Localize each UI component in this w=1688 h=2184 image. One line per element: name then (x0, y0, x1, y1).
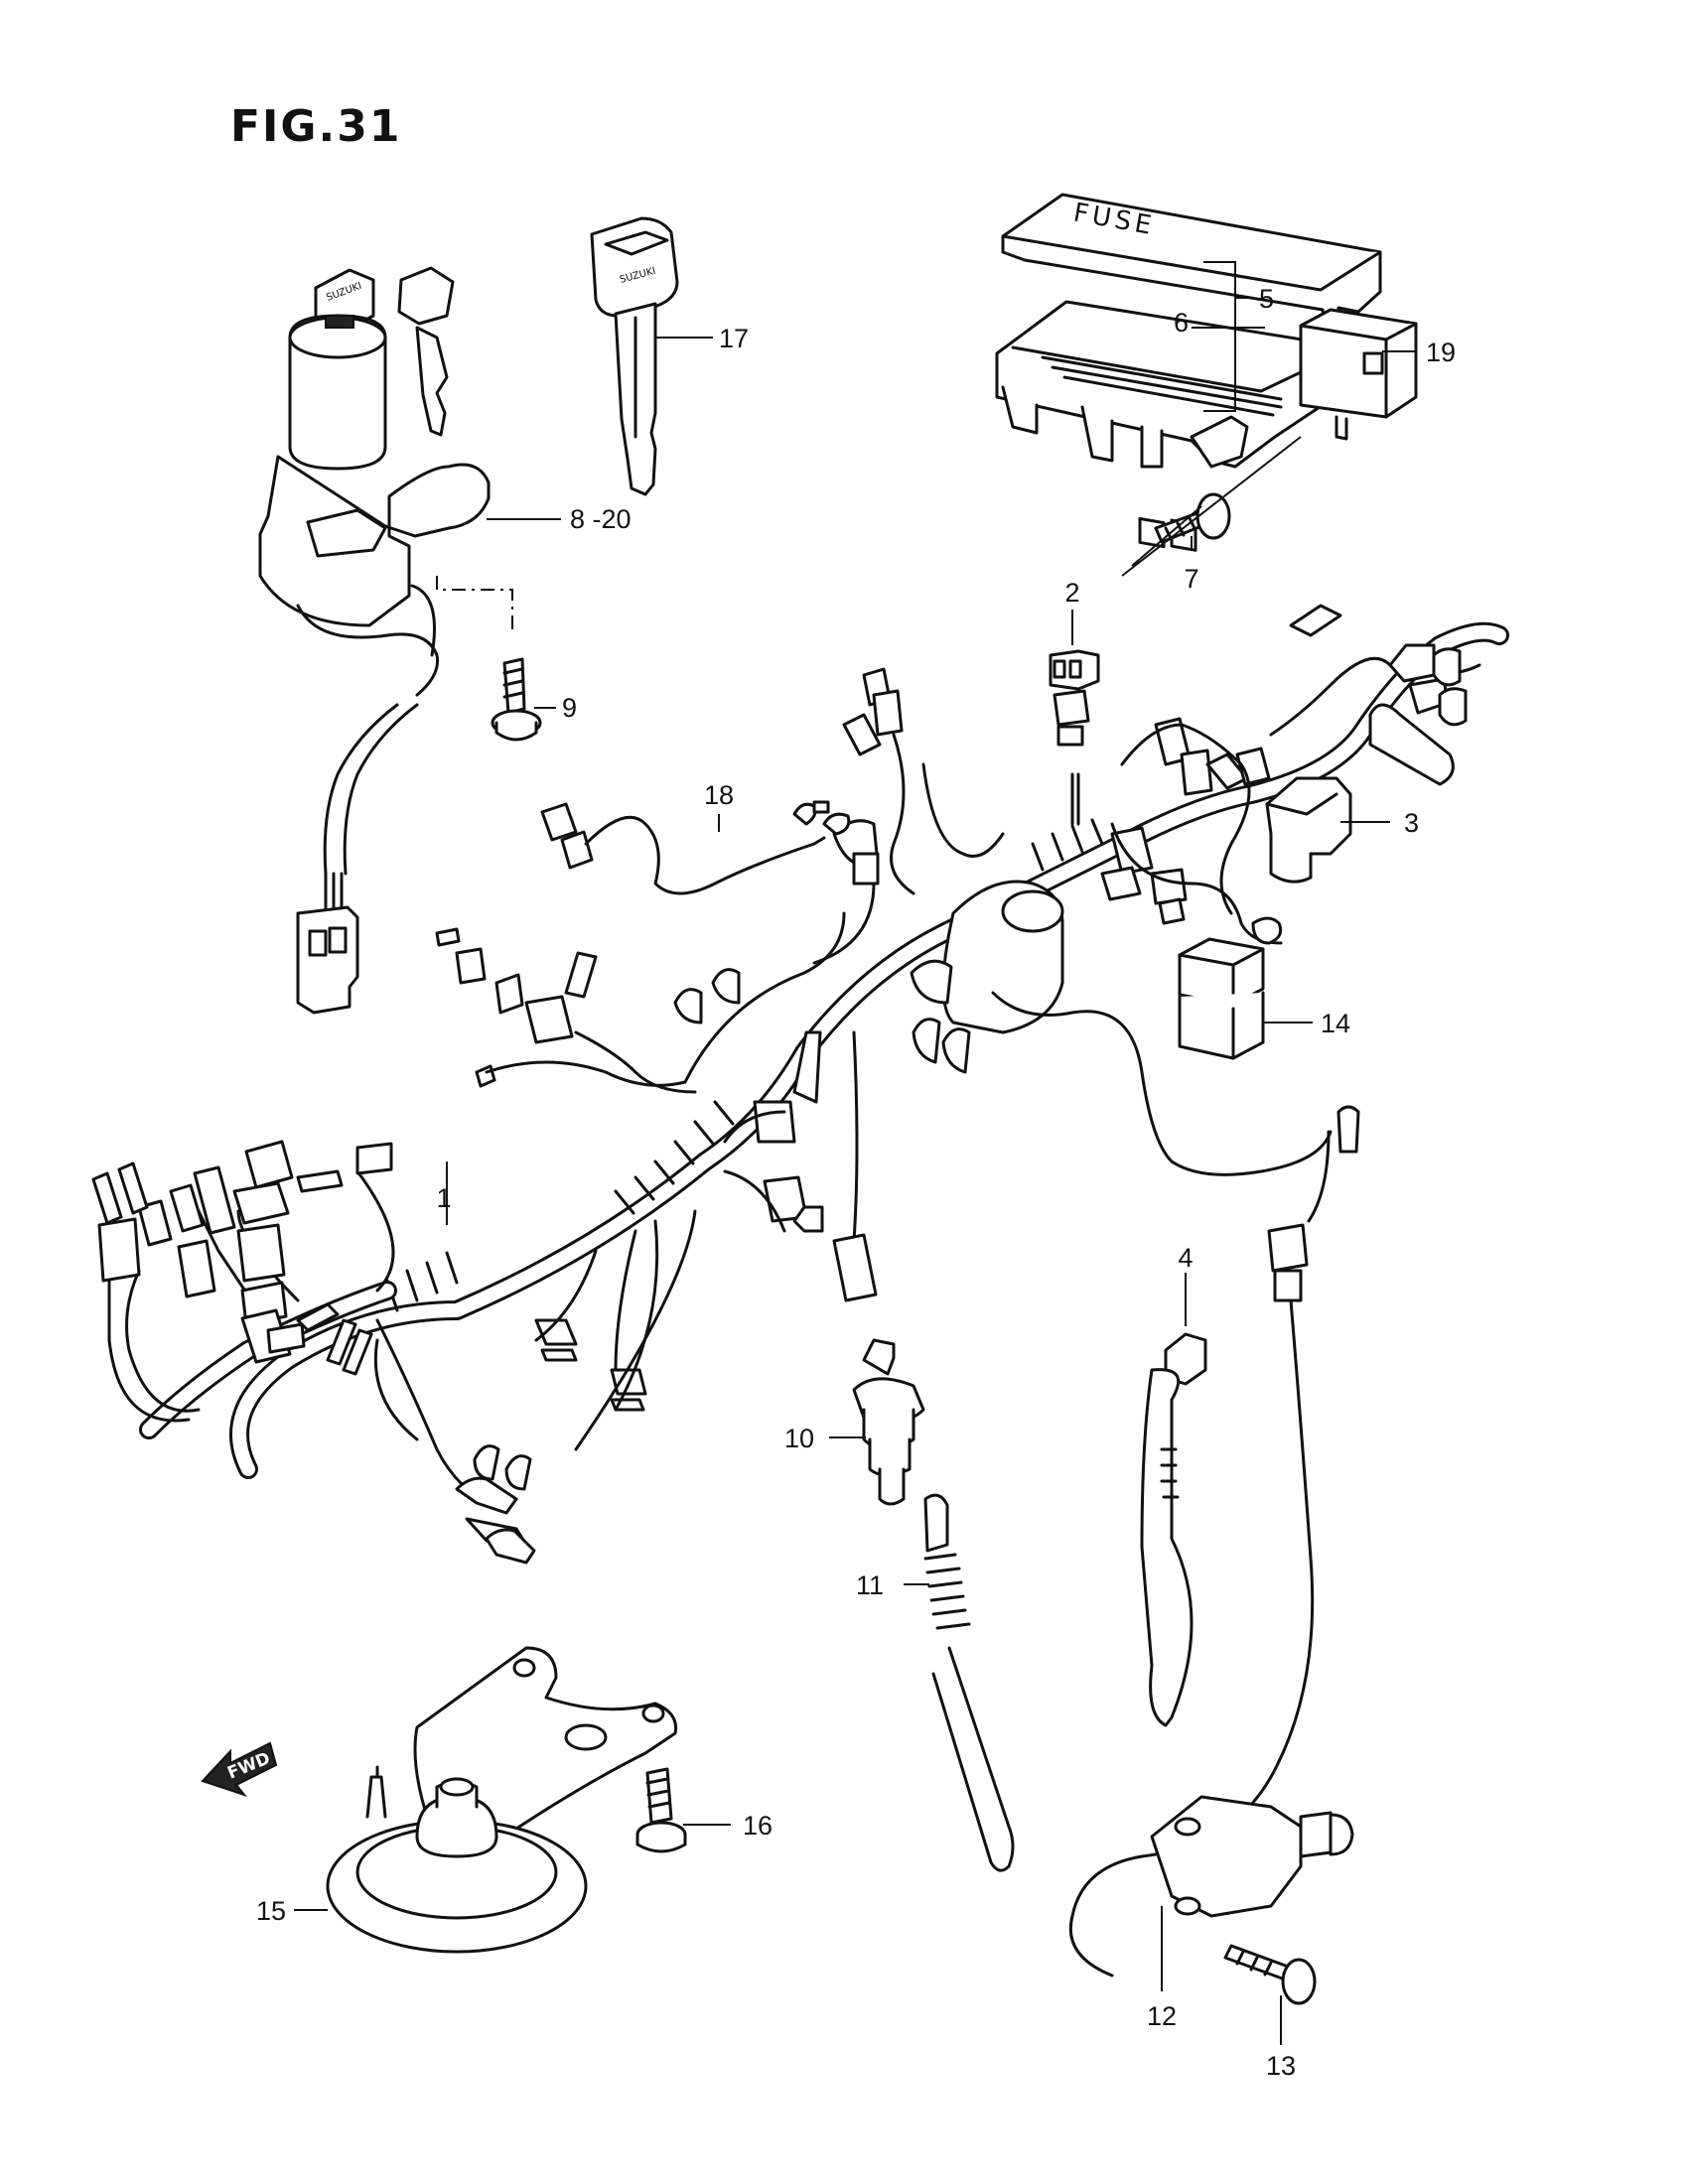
fuse-box-base (995, 300, 1366, 552)
ignition-switch: SUZUKI (258, 266, 513, 1015)
switch-10 (832, 1030, 925, 1506)
bolt-13 (1223, 1944, 1317, 2005)
connector-2 (1049, 649, 1100, 691)
main-wiring-harness (91, 604, 1509, 1565)
callout-6: 6 (1174, 308, 1189, 338)
callout-2: 2 (1064, 578, 1079, 608)
callout-7: 7 (1184, 564, 1198, 594)
wire-lead-18 (540, 800, 851, 895)
callout-12: 12 (1147, 2001, 1177, 2031)
callout-11: 11 (856, 1570, 884, 1600)
screw-7 (1121, 436, 1302, 577)
spring-11 (923, 1493, 1015, 1872)
callout-16: 16 (743, 1811, 773, 1841)
callout-4: 4 (1178, 1243, 1193, 1273)
bolt-9 (491, 657, 542, 742)
callout-13: 13 (1266, 2051, 1296, 2081)
switch-12 (1068, 1105, 1360, 1978)
horn-15 (326, 1646, 678, 1954)
tie-strap-4 (1140, 1332, 1207, 1727)
relay-14 (1178, 937, 1265, 1060)
callout-5: 5 (1259, 284, 1274, 314)
callout-15: 15 (256, 1896, 286, 1926)
callout-3: 3 (1404, 808, 1419, 838)
bolt-16 (635, 1767, 687, 1853)
relay-19 (1299, 308, 1418, 441)
callout-17: 17 (719, 324, 749, 353)
callout-1: 1 (436, 1183, 451, 1213)
key-17: SUZUKI (590, 216, 679, 496)
cap-3 (1265, 776, 1352, 884)
callout-14: 14 (1321, 1009, 1350, 1038)
figure-title: FIG.31 (230, 101, 402, 152)
callout-19: 19 (1426, 338, 1456, 367)
callout-9: 9 (562, 693, 577, 723)
callout-10: 10 (784, 1424, 814, 1453)
forward-direction-arrow: FWD (201, 1741, 278, 1798)
callout-18: 18 (704, 780, 734, 810)
callout-8: 8 -20 (570, 504, 632, 534)
